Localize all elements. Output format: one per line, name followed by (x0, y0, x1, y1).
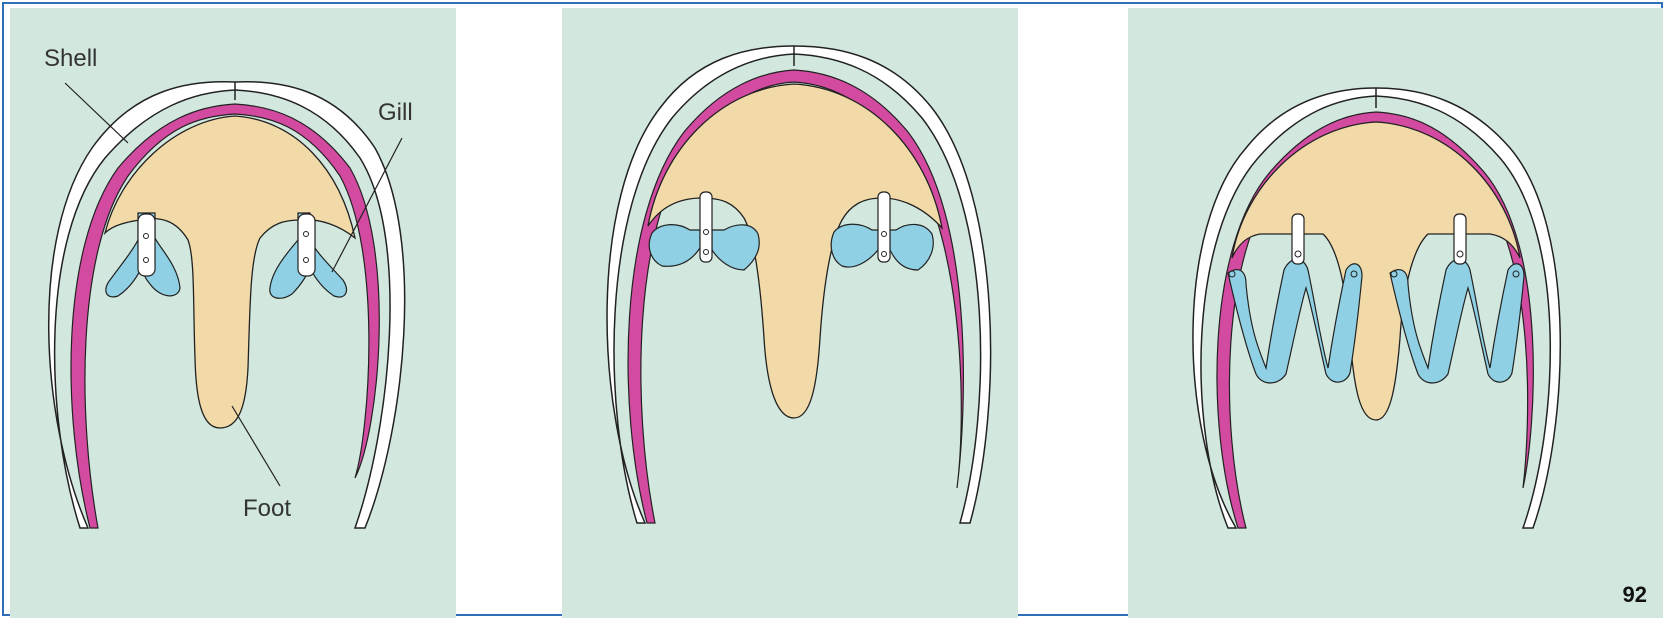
gill-right (1390, 260, 1524, 384)
page-number: 92 (1623, 582, 1647, 608)
foot-label: Foot (243, 495, 291, 522)
panel-1-drawing: Shell Gill Foot (10, 8, 456, 618)
panel-2-drawing (562, 8, 1018, 618)
panel-1-protobranch: Shell Gill Foot (10, 8, 456, 618)
shell-leader-line (65, 83, 128, 143)
shell-label: Shell (44, 45, 97, 72)
foot-leader-line (232, 406, 280, 486)
panel-2-filibranch (562, 8, 1018, 618)
panel-3-eulamellibranch: 92 (1128, 8, 1663, 618)
panel-3-drawing (1128, 8, 1663, 618)
gill-label: Gill (378, 99, 413, 126)
